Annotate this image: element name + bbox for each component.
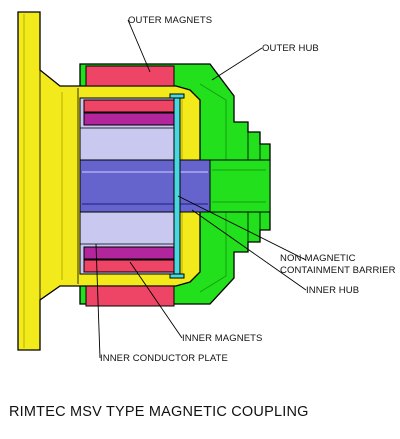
shaft xyxy=(79,159,211,213)
containment-barrier xyxy=(169,93,185,279)
label-containment-barrier-line2: CONTAINMENT BARRIER xyxy=(280,265,396,276)
inner-conductor-plates xyxy=(83,112,175,260)
label-outer-hub: OUTER HUB xyxy=(262,43,319,54)
leader-lines xyxy=(95,19,307,359)
outer-magnets xyxy=(85,65,175,307)
leader-inner-hub xyxy=(191,209,307,291)
leader-inner-magnets xyxy=(129,261,183,339)
label-containment-barrier-line1: NON-MAGNETIC xyxy=(280,253,356,264)
leader-outer-magnets xyxy=(127,19,151,73)
leader-containment-barrier xyxy=(177,195,307,261)
diagram-caption: RIMTEC MSV TYPE MAGNETIC COUPLING xyxy=(9,404,309,420)
label-inner-conductor-plate: INNER CONDUCTOR PLATE xyxy=(100,353,228,364)
inner-magnets xyxy=(83,99,175,273)
label-inner-magnets: INNER MAGNETS xyxy=(182,333,262,344)
label-outer-magnets: OUTER MAGNETS xyxy=(128,15,212,26)
leader-outer-hub xyxy=(211,47,263,81)
leader-inner-conductor-plate xyxy=(95,243,101,359)
label-inner-hub: INNER HUB xyxy=(306,285,359,296)
